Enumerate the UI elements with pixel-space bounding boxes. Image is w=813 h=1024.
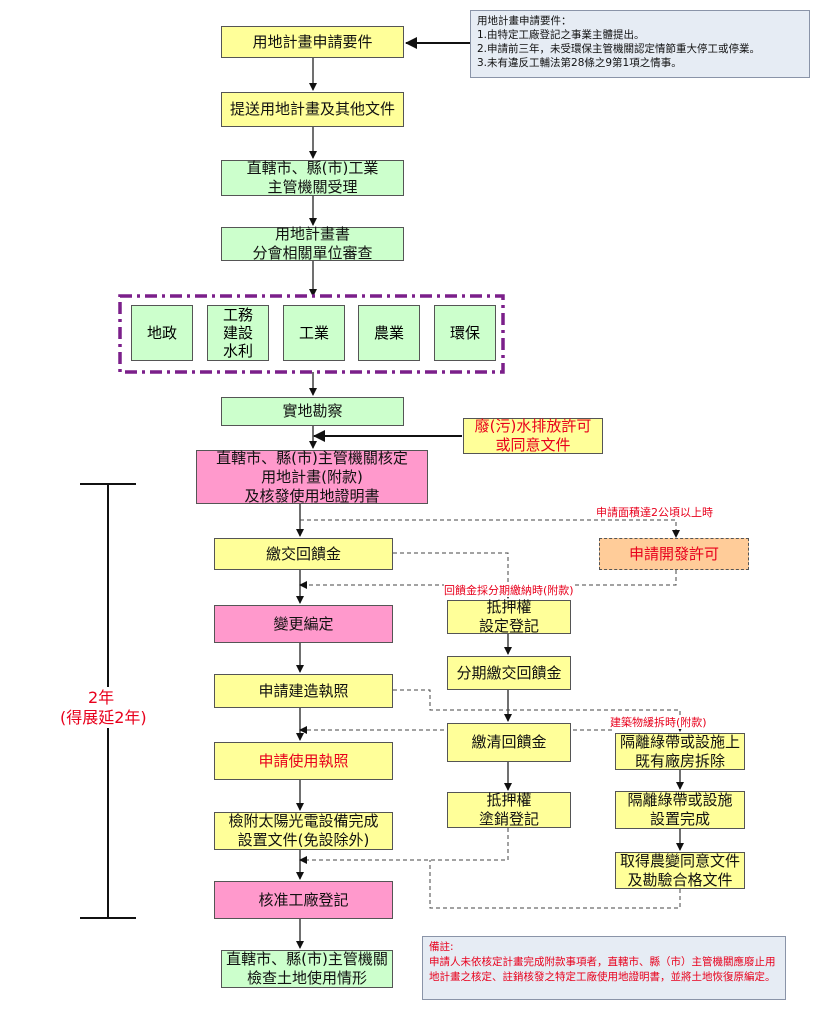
land-inspection-box: 直轄市、縣(市)主管機關 檢查土地使用情形 xyxy=(221,950,393,988)
rezoning-box: 變更編定 xyxy=(214,605,393,643)
requirements-note-item: 2.申請前三年，未受環保主管機關認定情節重大停工或停業。 xyxy=(477,43,761,55)
area-condition-label: 申請面積達2公頃以上時 xyxy=(596,506,713,519)
demolish-condition-label: 建築物緩拆時(附款) xyxy=(610,716,707,729)
dept-environment: 環保 xyxy=(434,305,496,361)
authority-accept-box: 直轄市、縣(市)工業 主管機關受理 xyxy=(221,159,404,196)
remark-box: 備註: 申請人未依核定計畫完成附款事項者，直轄市、縣（市）主管機關應廢止用地計畫… xyxy=(422,936,786,1000)
requirements-note-title: 用地計畫申請要件： xyxy=(477,15,572,27)
mortgage-cancel-box: 抵押權 塗銷登記 xyxy=(447,791,571,828)
dept-agriculture: 農業 xyxy=(358,305,420,361)
site-survey-box: 實地勘察 xyxy=(221,397,404,426)
remark-title: 備註: xyxy=(429,941,454,953)
plan-review-box: 用地計畫書 分會相關單位審查 xyxy=(221,225,404,262)
development-permit-box: 申請開發許可 xyxy=(599,538,749,570)
timeline-extension-label: (得展延2年) xyxy=(60,707,147,728)
use-permit-box: 申請使用執照 xyxy=(214,742,393,780)
agri-consent-box: 取得農變同意文件 及勘驗合格文件 xyxy=(615,852,745,889)
mortgage-setup-box: 抵押權 設定登記 xyxy=(447,598,571,635)
dept-land-admin: 地政 xyxy=(131,305,193,361)
building-permit-box: 申請建造執照 xyxy=(214,674,393,708)
installment-pay-box: 分期繳交回饋金 xyxy=(447,656,571,690)
requirements-note-item: 3.未有違反工輔法第28條之9第1項之情事。 xyxy=(477,57,682,69)
dept-industry: 工業 xyxy=(283,305,345,361)
factory-registration-box: 核准工廠登記 xyxy=(214,881,393,919)
remark-text: 申請人未依核定計畫完成附款事項者，直轄市、縣（市）主管機關應廢止用地計畫之核定、… xyxy=(429,956,776,983)
approval-box: 直轄市、縣(市)主管機關核定 用地計畫(附款) 及核發使用地證明書 xyxy=(196,449,428,505)
wastewater-permit-box: 廢(污)水排放許可 或同意文件 xyxy=(463,417,603,454)
pay-off-fund-box: 繳清回饋金 xyxy=(447,723,571,762)
isolation-demolish-box: 隔離綠帶或設施上 既有廠房拆除 xyxy=(615,733,745,770)
timeline-years-label: 2年 xyxy=(88,687,115,708)
isolation-complete-box: 隔離綠帶或設施 設置完成 xyxy=(615,791,745,829)
installment-condition-label: 回饋金採分期繳納時(附款) xyxy=(444,584,574,597)
dept-public-works: 工務 建設 水利 xyxy=(207,305,269,361)
requirements-note-item: 1.由特定工廠登記之事業主體提出。 xyxy=(477,29,645,41)
requirements-note: 用地計畫申請要件： 1.由特定工廠登記之事業主體提出。 2.申請前三年，未受環保… xyxy=(470,10,810,78)
pay-fund-box: 繳交回饋金 xyxy=(214,538,393,570)
submit-plan-box: 提送用地計畫及其他文件 xyxy=(221,92,404,127)
apply-requirements-box: 用地計畫申請要件 xyxy=(221,26,404,58)
solar-docs-box: 檢附太陽光電設備完成 設置文件(免設除外) xyxy=(214,812,393,850)
